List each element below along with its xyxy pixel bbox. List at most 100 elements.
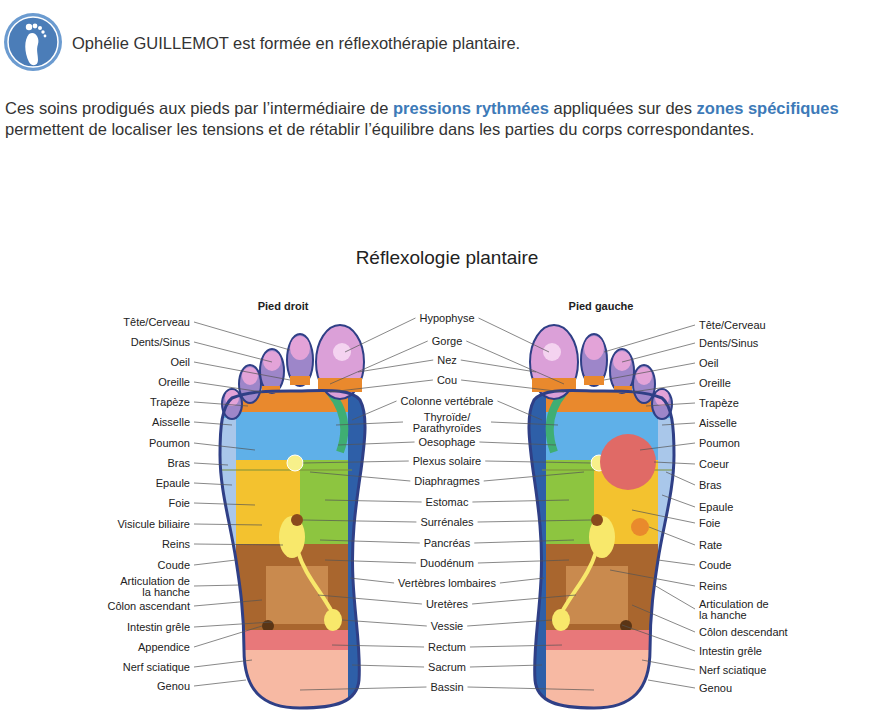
leader-line	[352, 401, 397, 420]
zone-label: Cou	[437, 374, 457, 386]
spleen-zone	[631, 518, 649, 536]
zone-label: Oeil	[170, 356, 190, 368]
leader-line	[461, 360, 536, 372]
intro-paragraph: Ces soins prodigués aux pieds par l’inte…	[5, 98, 855, 140]
zone-label: Thyroïde/ Parathyroïdes	[407, 412, 487, 433]
leader-line	[194, 544, 283, 545]
leader-line	[194, 463, 228, 465]
leader-line	[466, 341, 564, 384]
leader-line	[194, 503, 255, 505]
leader-line	[666, 472, 695, 485]
leader-line	[610, 570, 695, 586]
zone-label: Aisselle	[699, 417, 737, 429]
leader-line	[642, 660, 695, 670]
zone-label: Reins	[699, 580, 727, 592]
leader-line	[194, 402, 248, 406]
zone-label: Coude	[158, 559, 190, 571]
leader-line	[332, 645, 424, 647]
leader-line	[479, 442, 556, 445]
zone-label: Gorge	[432, 335, 463, 347]
header-text: Ophélie GUILLEMOT est formée en réflexot…	[72, 34, 520, 53]
leader-line	[342, 620, 427, 626]
zone-label: Oeil	[699, 357, 719, 369]
zone-label: Hypophyse	[419, 312, 474, 324]
zone-label: Foie	[699, 517, 720, 529]
leader-line	[658, 560, 695, 565]
leader-line	[468, 687, 594, 690]
leader-line	[478, 560, 569, 563]
leader-line	[338, 442, 415, 445]
leader-line	[662, 495, 695, 507]
leader-line	[194, 680, 246, 686]
zone-label: Intestin grêle	[127, 621, 190, 633]
leader-line	[472, 595, 576, 604]
leader-line	[194, 443, 255, 450]
zone-label: Trapèze	[699, 397, 739, 409]
zone-label: Tête/Cerveau	[123, 316, 190, 328]
leader-line	[320, 540, 420, 543]
zone-label: Oreille	[699, 377, 731, 389]
leader-line	[470, 645, 562, 647]
leader-line	[648, 680, 695, 688]
leader-line	[358, 360, 433, 372]
zone-label: Foie	[169, 497, 190, 509]
leader-line	[194, 362, 290, 380]
zone-label: Duodénum	[420, 557, 474, 569]
leader-line	[303, 520, 416, 522]
leader-line	[470, 665, 542, 667]
leader-line	[336, 422, 403, 425]
zone-label: Appendice	[138, 641, 190, 653]
leader-line	[632, 510, 695, 523]
leader-line	[632, 605, 695, 632]
paragraph-text: permettent de localiser les tensions et …	[5, 120, 754, 138]
zone-label: Oreille	[158, 376, 190, 388]
leader-line	[194, 524, 262, 525]
zone-label: Nez	[437, 354, 457, 366]
leader-line	[461, 380, 564, 392]
leader-line	[300, 687, 426, 690]
leader-line	[330, 380, 433, 392]
diagram-title: Réflexologie plantaire	[356, 247, 539, 269]
leader-line	[484, 472, 584, 481]
leader-line	[479, 318, 549, 352]
leader-line	[303, 461, 409, 463]
zone-label: Surrénales	[420, 516, 473, 528]
leader-line	[194, 626, 262, 647]
leader-line	[485, 461, 591, 463]
leader-line	[350, 578, 394, 583]
leader-line	[604, 325, 695, 352]
emphasis-text: pressions rythmées	[393, 99, 549, 117]
leader-line	[500, 578, 544, 583]
zone-label: Diaphragmes	[414, 475, 479, 487]
leader-line	[325, 500, 422, 502]
zone-label: Estomac	[426, 496, 469, 508]
zone-label: Aisselle	[152, 416, 190, 428]
leader-line	[194, 585, 240, 586]
leader-line	[194, 560, 236, 565]
zone-label: Colonne vertébrale	[401, 395, 494, 407]
zone-label: Articulation de la hanche	[699, 599, 771, 620]
foot-heading: Pied gauche	[569, 300, 634, 312]
zone-label: Trapèze	[150, 396, 190, 408]
zone-label: Dents/Sinus	[131, 336, 190, 348]
zone-label: Genou	[699, 682, 732, 694]
foot-icon	[4, 13, 62, 71]
zone-label: Uretères	[426, 598, 468, 610]
leader-line	[662, 423, 695, 425]
zone-label: Coeur	[699, 458, 729, 470]
paragraph-text: appliquées sur des	[553, 99, 692, 117]
leader-line	[330, 341, 428, 384]
zone-label: Poumon	[149, 437, 190, 449]
emphasis-text: zones spécifiques	[697, 99, 839, 117]
leader-line	[194, 342, 272, 362]
leader-line	[325, 560, 416, 563]
leader-line	[194, 483, 232, 485]
leader-line	[478, 520, 591, 522]
zone-label: Côlon descendant	[699, 626, 788, 638]
zone-label: Pancréas	[424, 537, 470, 549]
leader-line	[352, 665, 424, 667]
leader-line	[640, 443, 695, 450]
right-foot	[210, 325, 380, 712]
zone-label: Côlon ascendant	[107, 600, 190, 612]
